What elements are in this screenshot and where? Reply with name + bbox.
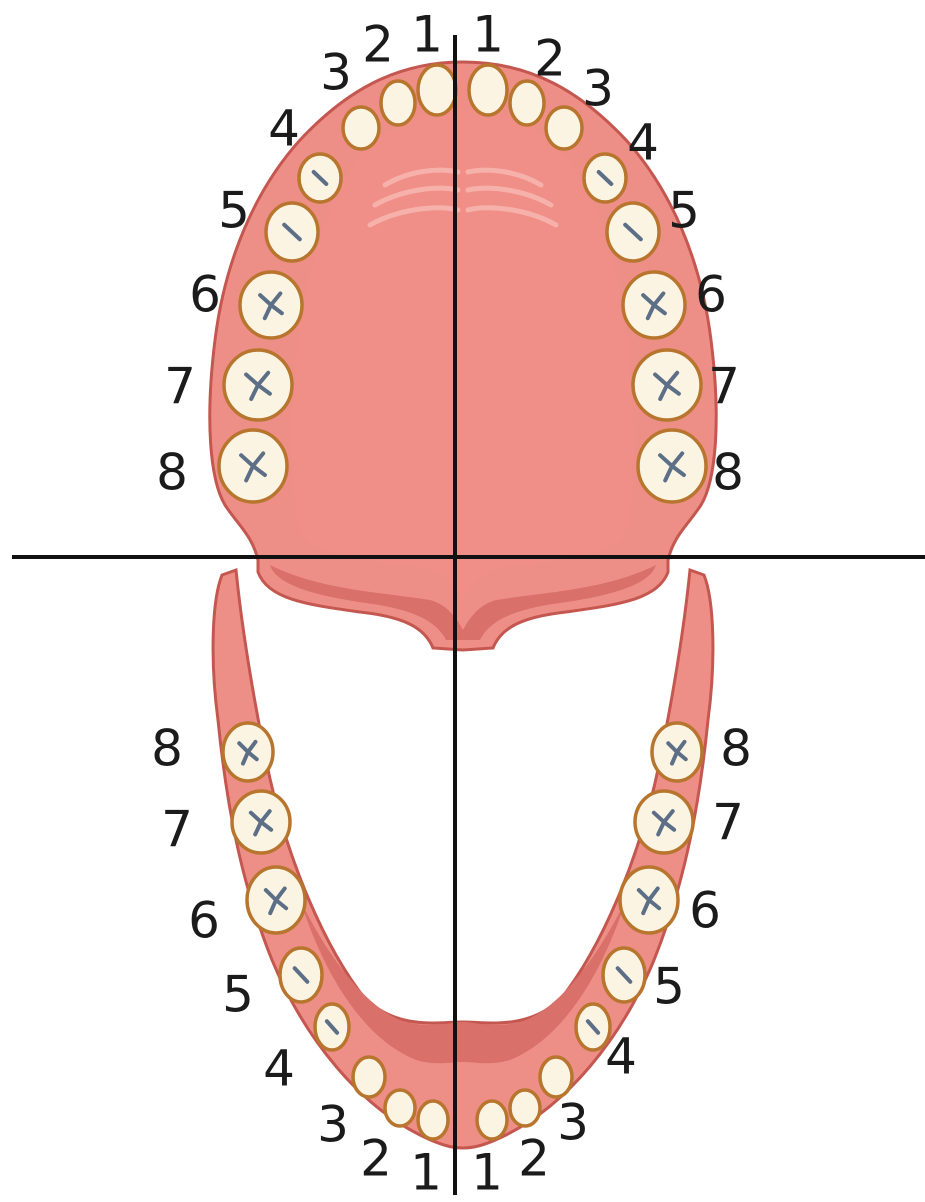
tooth-lower-left-1 bbox=[477, 1101, 507, 1139]
tooth-label-upper-right-2: 2 bbox=[362, 16, 394, 74]
tooth-upper-left-6 bbox=[623, 272, 685, 338]
tooth-label-lower-left-3: 3 bbox=[557, 1094, 589, 1152]
tooth-label-upper-left-3: 3 bbox=[582, 60, 614, 118]
tooth-upper-right-2 bbox=[381, 81, 415, 125]
tooth-lower-left-7 bbox=[635, 791, 693, 853]
tooth-lower-left-2 bbox=[510, 1090, 540, 1126]
tooth-label-upper-right-6: 6 bbox=[189, 266, 221, 324]
tooth-label-upper-right-5: 5 bbox=[218, 182, 250, 240]
tooth-label-lower-right-7: 7 bbox=[161, 801, 193, 859]
tooth-upper-right-3 bbox=[343, 107, 379, 149]
tooth-label-upper-left-5: 5 bbox=[668, 182, 700, 240]
tooth-label-lower-right-8: 8 bbox=[151, 720, 183, 778]
tooth-label-lower-left-7: 7 bbox=[712, 794, 744, 852]
tooth-lower-left-6 bbox=[620, 867, 678, 933]
tooth-upper-right-5 bbox=[266, 203, 318, 261]
tooth-upper-left-3 bbox=[546, 107, 582, 149]
tooth-lower-right-6 bbox=[247, 867, 305, 933]
tooth-lower-right-1 bbox=[418, 1101, 448, 1139]
tooth-label-upper-left-4: 4 bbox=[627, 114, 659, 172]
tooth-upper-right-1 bbox=[418, 65, 456, 115]
tooth-lower-right-3 bbox=[353, 1057, 385, 1097]
tooth-label-upper-left-6: 6 bbox=[695, 266, 727, 324]
tooth-lower-left-8 bbox=[652, 723, 702, 781]
tooth-upper-left-8 bbox=[638, 430, 706, 502]
tooth-lower-right-2 bbox=[385, 1090, 415, 1126]
tooth-label-upper-left-1: 1 bbox=[472, 6, 504, 64]
tooth-lower-right-8 bbox=[223, 723, 273, 781]
tooth-label-upper-right-1: 1 bbox=[411, 6, 443, 64]
tooth-upper-right-7 bbox=[224, 350, 292, 420]
tooth-upper-left-7 bbox=[633, 350, 701, 420]
tooth-label-upper-right-8: 8 bbox=[156, 444, 188, 502]
tooth-lower-right-4 bbox=[315, 1004, 349, 1050]
tooth-label-upper-right-4: 4 bbox=[268, 100, 300, 158]
tooth-label-upper-right-3: 3 bbox=[320, 44, 352, 102]
tooth-label-lower-left-4: 4 bbox=[605, 1028, 637, 1086]
upper-palate bbox=[292, 110, 633, 600]
tooth-label-lower-right-1: 1 bbox=[410, 1144, 442, 1202]
tooth-label-lower-right-6: 6 bbox=[188, 892, 220, 950]
tooth-label-lower-left-1: 1 bbox=[471, 1144, 503, 1202]
tooth-label-upper-left-8: 8 bbox=[712, 444, 744, 502]
tooth-label-upper-left-2: 2 bbox=[534, 30, 566, 88]
tooth-label-lower-left-8: 8 bbox=[720, 720, 752, 778]
tooth-upper-left-1 bbox=[469, 65, 507, 115]
tooth-label-lower-right-5: 5 bbox=[222, 966, 254, 1024]
tooth-upper-left-2 bbox=[510, 81, 544, 125]
tooth-upper-right-4 bbox=[299, 154, 341, 202]
tooth-label-lower-left-6: 6 bbox=[689, 882, 721, 940]
tooth-label-lower-right-2: 2 bbox=[360, 1130, 392, 1188]
tooth-lower-left-3 bbox=[540, 1057, 572, 1097]
tooth-label-lower-right-3: 3 bbox=[317, 1096, 349, 1154]
tooth-label-lower-left-2: 2 bbox=[518, 1130, 550, 1188]
tooth-upper-left-4 bbox=[584, 154, 626, 202]
tooth-lower-left-5 bbox=[603, 948, 645, 1002]
tooth-lower-right-5 bbox=[280, 948, 322, 1002]
tooth-upper-left-5 bbox=[607, 203, 659, 261]
tooth-upper-right-8 bbox=[219, 430, 287, 502]
tooth-label-lower-left-5: 5 bbox=[653, 958, 685, 1016]
tooth-label-lower-right-4: 4 bbox=[263, 1040, 295, 1098]
tooth-label-upper-left-7: 7 bbox=[708, 358, 740, 416]
tooth-label-upper-right-7: 7 bbox=[164, 358, 196, 416]
tooth-upper-right-6 bbox=[240, 272, 302, 338]
tooth-lower-right-7 bbox=[232, 791, 290, 853]
